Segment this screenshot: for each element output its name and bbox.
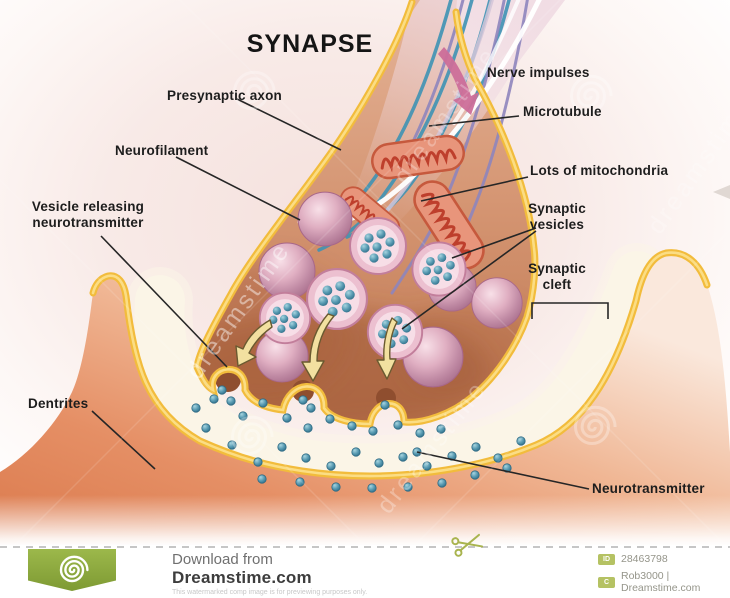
leader-dentrites xyxy=(91,410,156,470)
leader-neurofilament xyxy=(175,156,301,221)
watermark-footer: Download from Dreamstime.com This waterm… xyxy=(0,533,730,598)
scissors-icon xyxy=(451,533,484,557)
presynaptic-membrane xyxy=(193,0,539,428)
dreamstime-logo-badge xyxy=(28,549,116,591)
author-credit: Rob3000 | Dreamstime.com xyxy=(621,570,701,594)
label-nerve-impulses: Nerve impulses xyxy=(487,65,590,80)
image-id-row: ID 28463798 xyxy=(598,553,730,565)
leader-synaptic-vesicles-1 xyxy=(451,227,537,259)
release-arrow xyxy=(376,317,398,380)
label-synaptic-cleft: Synaptic cleft xyxy=(528,261,586,293)
nerve-impulse-arrow xyxy=(438,47,479,115)
synaptic-vesicle xyxy=(349,217,407,275)
label-vesicle-releasing-neurotransmitter: Vesicle releasing neurotransmitter xyxy=(31,199,145,231)
label-dentrites: Dentrites xyxy=(28,396,89,411)
synapse-diagram: dreamstime dreamstime dreamstime dreamst… xyxy=(0,0,730,546)
leader-synaptic-vesicles-2 xyxy=(401,230,537,330)
cut-line xyxy=(0,546,730,548)
synaptic-cleft-gap xyxy=(126,243,670,502)
diagram-title: SYNAPSE xyxy=(246,30,374,58)
release-arrows xyxy=(235,313,398,382)
leader-microtubule xyxy=(428,115,520,127)
disclaimer-text: This watermarked comp image is for previ… xyxy=(172,589,368,596)
release-arrow xyxy=(301,313,335,382)
synaptic-cleft-bracket xyxy=(531,302,609,319)
author-row: C Rob3000 | Dreamstime.com xyxy=(598,570,730,594)
site-name: Dreamstime.com xyxy=(172,568,312,587)
download-from-text: Download from xyxy=(172,551,273,568)
synaptic-vesicle xyxy=(305,267,369,331)
copyright-badge-icon: C xyxy=(598,576,615,588)
microtubule-fiber xyxy=(352,0,453,206)
synaptic-vesicle xyxy=(366,303,424,361)
label-microtubule: Microtubule xyxy=(523,104,602,119)
label-lots-of-mitochondria: Lots of mitochondria xyxy=(530,163,669,178)
ghost-arrow-icon xyxy=(713,185,730,199)
label-neurofilament: Neurofilament xyxy=(115,143,209,158)
bottom-fade xyxy=(0,495,730,546)
leader-vesicle-releasing xyxy=(100,235,228,368)
label-presynaptic-axon: Presynaptic axon xyxy=(167,88,282,103)
dendrite xyxy=(0,249,730,545)
label-synaptic-vesicles: Synaptic vesicles xyxy=(528,201,586,233)
leader-mitochondria xyxy=(420,176,529,202)
synaptic-vesicle xyxy=(258,291,312,345)
dreamstime-spiral-icon xyxy=(59,555,89,583)
leader-neurotransmitter xyxy=(416,451,590,490)
vesicle xyxy=(297,191,353,247)
neurotransmitter-dots xyxy=(191,385,526,493)
image-id: 28463798 xyxy=(621,553,668,565)
id-badge: ID xyxy=(598,553,615,565)
label-neurotransmitter: Neurotransmitter xyxy=(592,481,705,496)
release-arrow xyxy=(235,319,273,367)
